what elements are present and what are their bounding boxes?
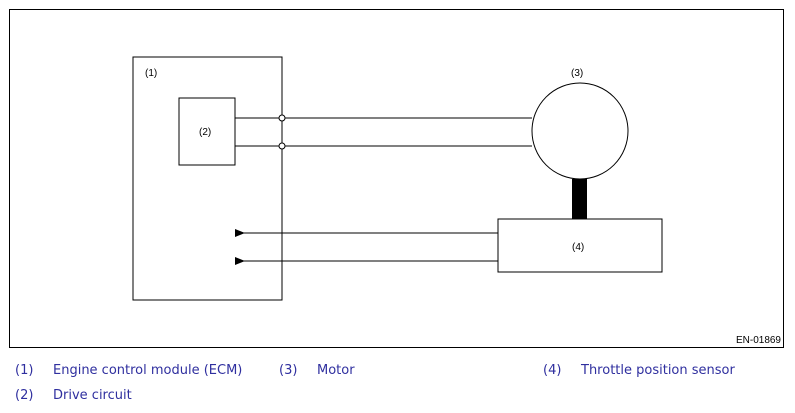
legend-text: Drive circuit bbox=[53, 388, 132, 403]
legend-number: (2) bbox=[15, 388, 34, 403]
ecm-label: (1) bbox=[145, 68, 157, 79]
throttle-sensor-box bbox=[497, 218, 663, 273]
figure-id: EN-01869 bbox=[736, 335, 781, 346]
throttle-sensor-label: (4) bbox=[572, 242, 584, 253]
legend-number: (4) bbox=[543, 363, 562, 378]
legend-item-2: (2) Drive circuit bbox=[15, 388, 132, 403]
drive-circuit-label: (2) bbox=[199, 127, 211, 138]
legend-item-3: (3) Motor bbox=[279, 363, 355, 378]
diagram-frame bbox=[9, 9, 784, 348]
connector-upper bbox=[278, 114, 286, 122]
legend-number: (3) bbox=[279, 363, 298, 378]
motor-circle bbox=[531, 82, 629, 180]
connector-lower bbox=[278, 142, 286, 150]
drive-circuit-box bbox=[178, 97, 236, 166]
legend-item-4: (4) Throttle position sensor bbox=[543, 363, 735, 378]
legend-text: Engine control module (ECM) bbox=[53, 363, 243, 378]
ecm-box bbox=[132, 56, 283, 301]
legend-text: Throttle position sensor bbox=[581, 363, 735, 378]
motor-label: (3) bbox=[571, 68, 583, 79]
legend-item-1: (1) Engine control module (ECM) bbox=[15, 363, 242, 378]
motor-shaft bbox=[572, 179, 587, 219]
legend-text: Motor bbox=[317, 363, 355, 378]
legend-number: (1) bbox=[15, 363, 34, 378]
